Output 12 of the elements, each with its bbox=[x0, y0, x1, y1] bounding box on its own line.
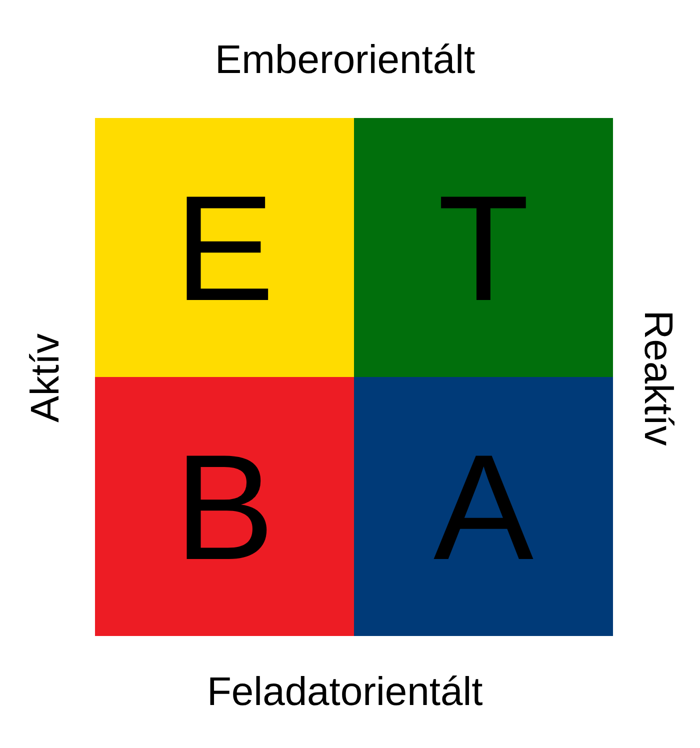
quadrant-letter: T bbox=[438, 172, 530, 322]
quadrant-letter: A bbox=[433, 432, 534, 582]
quadrant-box bbox=[354, 118, 613, 377]
axis-label: Reaktív bbox=[638, 310, 678, 446]
quadrant-box bbox=[354, 377, 613, 636]
quadrant-letter: B bbox=[174, 432, 275, 582]
quadrant-box bbox=[95, 377, 354, 636]
axis-label: Aktív bbox=[24, 334, 65, 422]
quadrant-letter: E bbox=[174, 172, 275, 322]
axis-label: Feladatorientált bbox=[207, 672, 483, 712]
quadrant-box bbox=[95, 118, 354, 377]
axis-label: Emberorientált bbox=[215, 40, 476, 80]
